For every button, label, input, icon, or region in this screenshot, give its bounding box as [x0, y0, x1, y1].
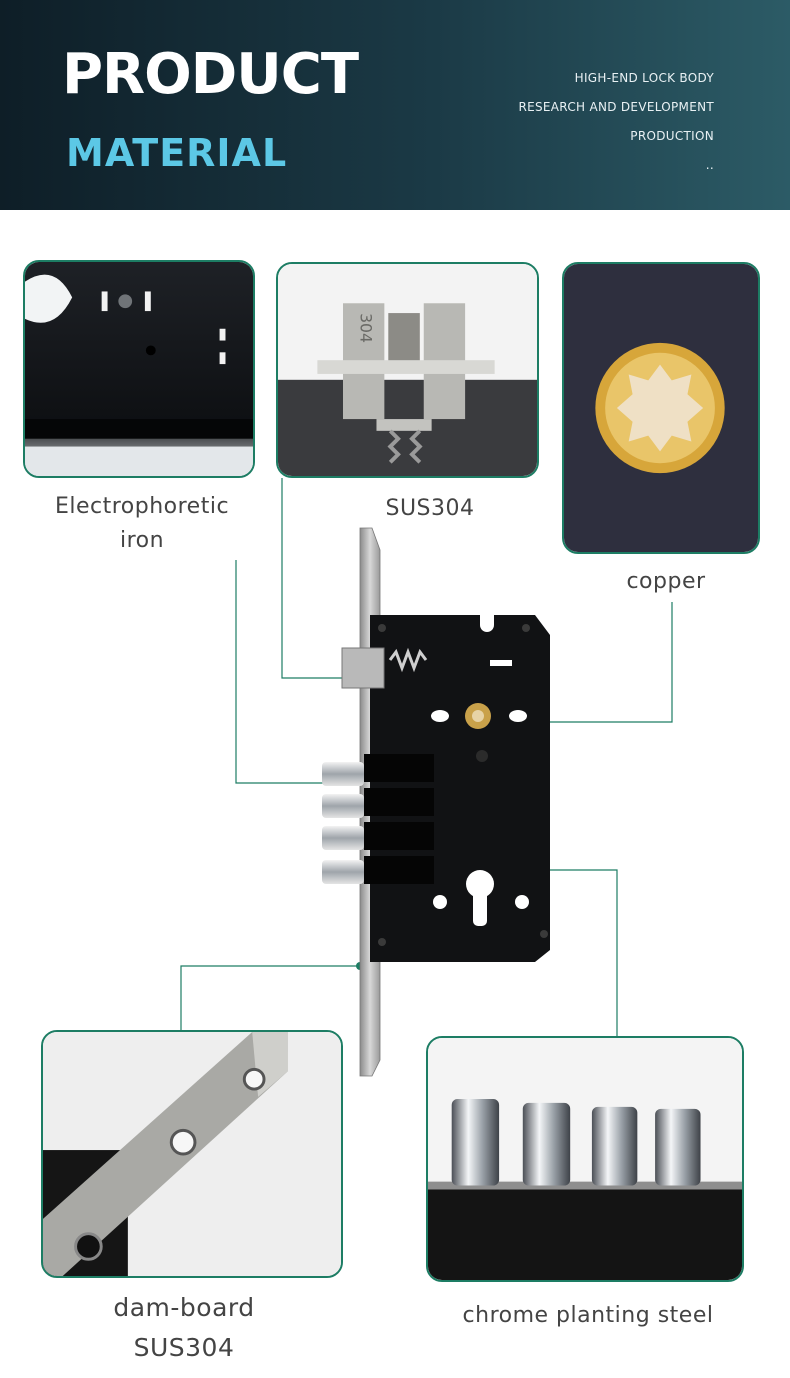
- deadbolt: [322, 762, 364, 786]
- photo-sus304: 304: [276, 262, 539, 478]
- leader-line-damboard: [180, 965, 360, 1030]
- caption-copper: copper: [586, 565, 746, 599]
- deadbolt: [322, 826, 364, 850]
- bolt-bar: [364, 822, 434, 850]
- photo-electrophoretic-iron: [23, 260, 255, 478]
- photo-chrome-steel: [426, 1036, 744, 1282]
- bolt-bar: [364, 754, 434, 782]
- caption-sus304: SUS304: [330, 492, 530, 526]
- bolt-bar: [364, 856, 434, 884]
- header-note: RESEARCH AND DEVELOPMENT: [518, 100, 714, 114]
- header-note: PRODUCTION: [630, 129, 714, 143]
- header-note: HIGH-END LOCK BODY: [574, 71, 714, 85]
- caption-line: SUS304: [385, 496, 475, 521]
- caption-chrome-steel: chrome planting steel: [442, 1299, 734, 1333]
- lock-body-image: [322, 527, 550, 1077]
- header-notes: HIGH-END LOCK BODY RESEARCH AND DEVELOPM…: [518, 64, 714, 180]
- latch-spring: [388, 647, 428, 673]
- caption-line: iron: [119, 528, 165, 553]
- caption-dam-board: dam-board SUS304: [84, 1288, 284, 1368]
- photo-copper: [562, 262, 760, 554]
- page-title: PRODUCT: [62, 42, 359, 107]
- latch-bolt: [341, 647, 385, 689]
- caption-line: copper: [626, 569, 706, 594]
- stamp-text: 304: [357, 313, 376, 343]
- header-note: ..: [705, 158, 714, 172]
- caption-line: Electrophoretic: [54, 494, 230, 519]
- deadbolt: [322, 794, 364, 818]
- caption-line: dam-board: [113, 1293, 255, 1322]
- caption-line: SUS304: [133, 1333, 235, 1362]
- page-subtitle: MATERIAL: [66, 131, 288, 175]
- cylinder-slot: [473, 884, 487, 926]
- photo-dam-board: [41, 1030, 343, 1278]
- bolt-bar: [364, 788, 434, 816]
- deadbolt: [322, 860, 364, 884]
- header-banner: PRODUCT MATERIAL HIGH-END LOCK BODY RESE…: [0, 0, 790, 210]
- caption-line: chrome planting steel: [462, 1303, 714, 1328]
- caption-electrophoretic-iron: Electrophoretic iron: [40, 490, 244, 558]
- leader-line-sus304: [281, 478, 354, 679]
